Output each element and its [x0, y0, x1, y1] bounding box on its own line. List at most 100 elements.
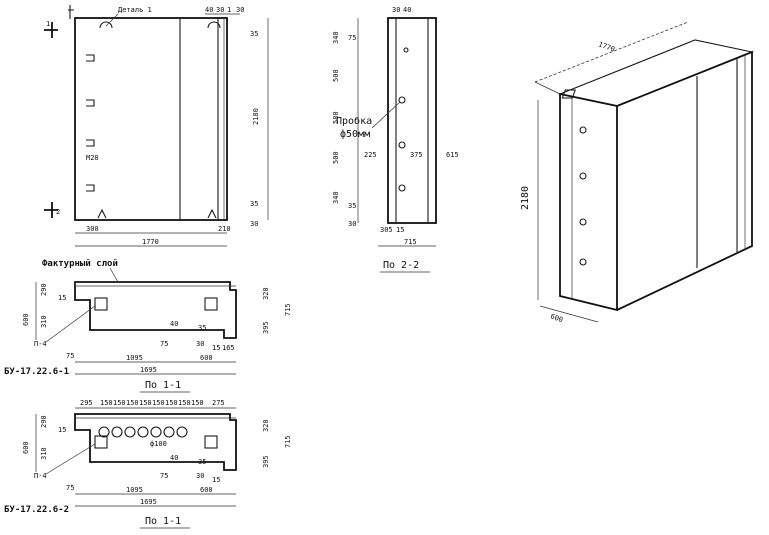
plan2-bottom-1: 1095: [126, 486, 143, 494]
plan1-bottom-2: 600: [200, 354, 213, 362]
section-outline: [387, 17, 437, 224]
void-hole-4: [137, 426, 149, 438]
section-2-2: 340 500 580 500 340 30 40 Пробка ф50мм 2…: [332, 6, 459, 273]
plug-dia: ф50мм: [340, 128, 370, 140]
plan1-left-dim-1: 290: [40, 283, 48, 296]
s22-bottom-dim-3: 15: [396, 226, 404, 234]
plan2-insert-right: [204, 435, 218, 449]
section-caption: По 2-2: [383, 260, 419, 271]
facture-label: Фактурный слой: [42, 259, 118, 269]
mid-dim-1: 375: [410, 151, 423, 159]
plug-hole-1: [398, 96, 406, 104]
isometric-view: 1770 2180 600: [520, 21, 754, 324]
iso-hole-4: [579, 258, 587, 266]
plan1-inner-0: 40: [170, 320, 178, 328]
right-dim-0: 35: [250, 30, 258, 38]
plan1-inner-3: 30: [196, 340, 204, 348]
right-dim-3: 30: [250, 220, 258, 228]
plan2-top-1: 150: [100, 399, 113, 407]
detail-leader: [105, 13, 119, 27]
left-dim-3: 500: [332, 151, 340, 164]
iso-depth-dim-line: [539, 305, 599, 323]
plug-hole-2: [398, 141, 406, 149]
plan2-right-dim-1: 715: [284, 435, 292, 448]
plan2-bottom-2: 600: [200, 486, 213, 494]
plan1-left-dim-2: 15: [58, 294, 66, 302]
height-dim: 2180: [252, 108, 260, 125]
plan1-outline: [74, 281, 237, 339]
iso-side-face: [616, 50, 753, 311]
plan-section-2: 295 150 150 150 150 150 150 150 150 275 …: [4, 399, 292, 529]
s22-top-dim-0: 30: [392, 6, 400, 14]
s22-width-dim: 715: [404, 238, 417, 246]
top-dim-0: 40: [205, 6, 213, 14]
plan2-bottom-0: 75: [66, 484, 74, 492]
plan1-mark: БУ-17.22.6-1: [4, 367, 69, 377]
plan1-caption: По 1-1: [145, 380, 181, 391]
plan1-inner-2: 75: [160, 340, 168, 348]
plan1-bottom-3: 1695: [140, 366, 157, 374]
plan2-hole-label: ф100: [150, 440, 167, 448]
left-dim-4: 340: [332, 191, 340, 204]
plan1-right-dim-1: 715: [284, 303, 292, 316]
iso-length-label: 1770: [597, 40, 616, 53]
plan1-left-dim-3: 310: [40, 315, 48, 328]
plan2-tag: П-4: [34, 472, 47, 480]
plan2-bottom-3: 1695: [140, 498, 157, 506]
section-mark-bottom: 2: [56, 208, 60, 216]
plan1-inner-1: 35: [198, 324, 206, 332]
iso-top-face: [558, 39, 754, 107]
void-hole-5: [150, 426, 162, 438]
plan2-top-8: 150: [191, 399, 204, 407]
plan2-top-2: 150: [113, 399, 126, 407]
iso-hole-2: [579, 172, 587, 180]
s22-top-dim-1: 40: [403, 6, 411, 14]
void-hole-1: [98, 426, 110, 438]
plan2-inner-3: 30: [196, 472, 204, 480]
top-dim-2: 1: [227, 6, 231, 14]
plan2-left-dim-2: 15: [58, 426, 66, 434]
plan2-top-7: 150: [178, 399, 191, 407]
plan2-inner-4: 15: [212, 476, 220, 484]
elevation-outline: [74, 17, 228, 221]
void-hole-2: [111, 426, 123, 438]
s22-bottom-dim-0: 30: [348, 220, 356, 228]
plan2-insert-left: [94, 435, 108, 449]
plan2-left-dim-3: 310: [40, 447, 48, 460]
left-dim-2: 580: [332, 111, 340, 124]
section-cut-bottom: [44, 202, 58, 218]
plan-section-1: Фактурный слой 600 290 15 310 320 715 39…: [4, 259, 292, 393]
iso-marker: [561, 89, 576, 99]
iso-hole-3: [579, 218, 587, 226]
edge-label: М28: [86, 154, 99, 162]
plug-hole-3: [398, 184, 406, 192]
axis-mark: [68, 5, 74, 19]
plug-leader: [371, 101, 401, 129]
bottom-dim-2: 210: [218, 225, 231, 233]
iso-length-ext: [534, 81, 561, 95]
plan2-tag-leader: [45, 443, 96, 475]
plan2-inner-0: 40: [170, 454, 178, 462]
plan2-right-dim-0: 320: [262, 419, 270, 432]
iso-hole-1: [579, 126, 587, 134]
iso-length-dim-line: [534, 21, 689, 83]
width-dim: 1770: [142, 238, 159, 246]
iso-front-face: [559, 92, 618, 312]
plan2-top-5: 150: [152, 399, 165, 407]
plan1-tag: П-4: [34, 340, 47, 348]
plan2-top-6: 150: [165, 399, 178, 407]
plan1-insert-left: [94, 297, 108, 311]
plan1-inner-5: 165: [222, 344, 235, 352]
mid-dim-0: 225: [364, 151, 377, 159]
lifting-loops-top: [99, 21, 221, 29]
mid-dim-4: 75: [348, 34, 356, 42]
void-hole-6: [163, 426, 175, 438]
void-hole-7: [176, 426, 188, 438]
left-dim-1: 500: [332, 69, 340, 82]
s22-bottom-dim-1: 35: [348, 202, 356, 210]
plan2-inner-1: 35: [198, 458, 206, 466]
plan2-top-9: 275: [212, 399, 225, 407]
right-dim-2: 35: [250, 200, 258, 208]
